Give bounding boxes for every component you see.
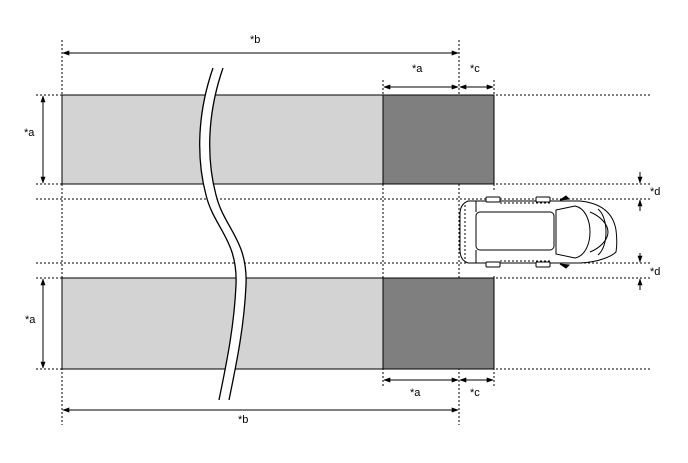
dimension-labels: *b *a *c *a *a *d *d *a *c *b [24, 34, 660, 426]
label-right-d-upper: *d [650, 186, 660, 198]
upper-target-board [61, 94, 495, 185]
label-top-b: *b [250, 34, 260, 46]
upper-dark-panel [382, 94, 495, 185]
car-top-view-icon [459, 195, 618, 269]
label-bottom-b: *b [238, 414, 248, 426]
label-bottom-c: *c [470, 387, 480, 399]
label-bottom-a: *a [410, 387, 421, 399]
lower-dark-panel [382, 277, 495, 370]
label-top-a: *a [412, 63, 423, 75]
label-left-a-lower: *a [25, 314, 36, 326]
lower-light-panel [61, 277, 384, 370]
label-left-a-upper: *a [24, 127, 35, 139]
lower-target-board [61, 277, 495, 370]
break-symbol [199, 67, 247, 401]
upper-light-panel [61, 94, 384, 185]
label-top-c: *c [470, 63, 480, 75]
dimension-arrows [40, 50, 643, 413]
label-right-d-lower: *d [650, 266, 660, 278]
